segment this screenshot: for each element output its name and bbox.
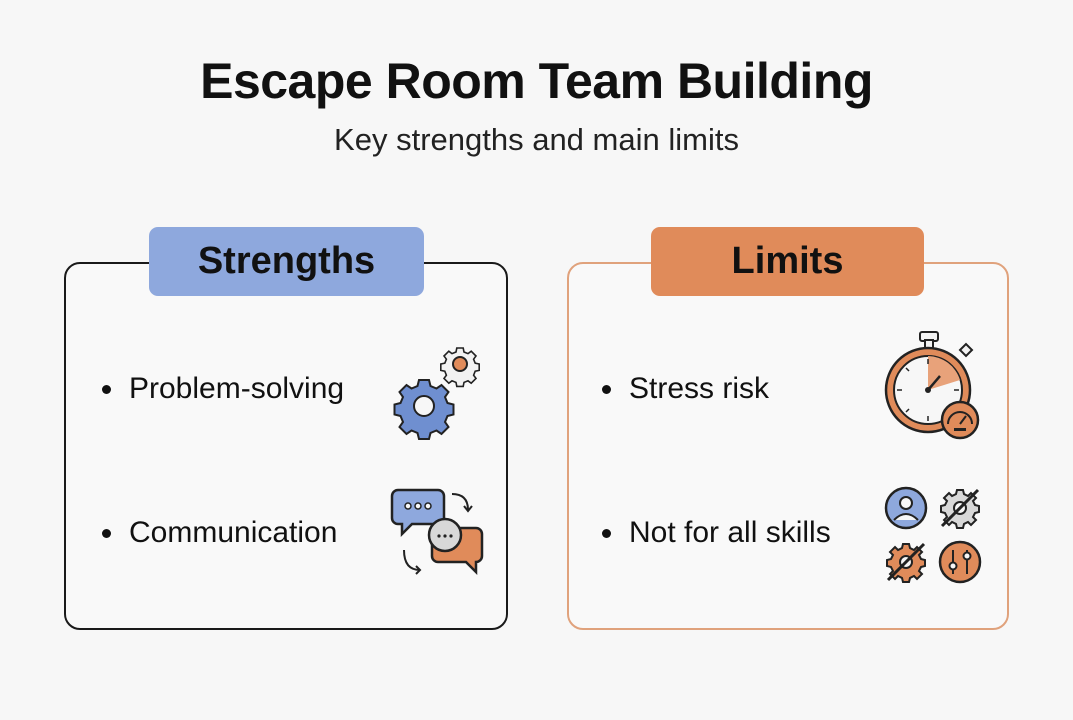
gears-icon [393, 347, 481, 440]
strength-item-label: Problem-solving [129, 372, 345, 405]
page-subtitle: Key strengths and main limits [334, 122, 739, 157]
bullet [602, 384, 611, 394]
strength-item-label: Communication [129, 516, 338, 549]
limit-item-not-for-all-skills: Not for all skills [602, 516, 831, 550]
stopwatch-icon [884, 331, 980, 440]
limit-item-stress-risk: Stress risk [602, 372, 769, 406]
bullet [602, 528, 611, 538]
limit-item-label: Not for all skills [629, 516, 831, 549]
skills-grid-icon [884, 486, 982, 584]
strengths-panel [64, 262, 508, 630]
strengths-tag: Strengths [149, 227, 424, 296]
bullet [102, 528, 111, 538]
strength-item-problem-solving: Problem-solving [102, 372, 344, 406]
limits-panel [567, 262, 1009, 630]
limit-item-label: Stress risk [629, 372, 770, 405]
page-title: Escape Room Team Building [200, 53, 873, 109]
bullet [102, 384, 111, 394]
limits-tag: Limits [651, 227, 924, 296]
chat-bubbles-icon [390, 488, 484, 576]
strength-item-communication: Communication [102, 516, 337, 550]
